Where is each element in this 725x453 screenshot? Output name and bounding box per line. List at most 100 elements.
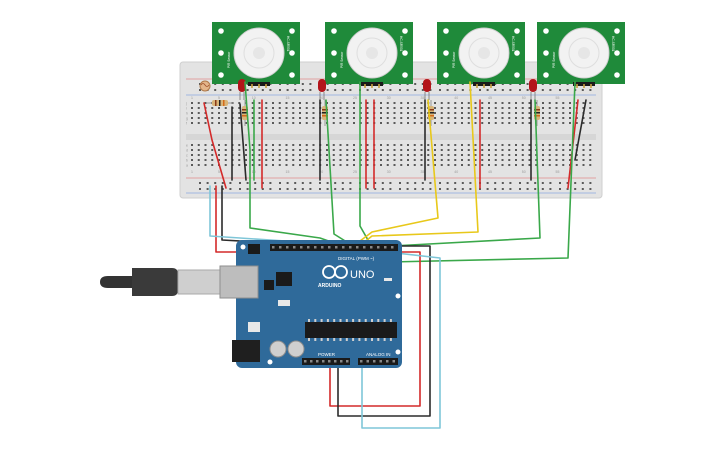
breadboard-hole (407, 117, 409, 119)
breadboard-hole (508, 102, 511, 104)
header-pin (322, 360, 325, 363)
analog-header[interactable] (358, 358, 398, 365)
pir-label-right: HC-SR501 (511, 36, 515, 52)
chip-pin (308, 319, 310, 322)
breadboard-hole (420, 164, 423, 166)
rail-hole (406, 182, 409, 184)
rail-hole (279, 188, 281, 190)
power-header[interactable] (302, 358, 350, 365)
breadboard-hole (427, 149, 430, 151)
breadboard-hole (407, 144, 409, 146)
breadboard-hole (494, 122, 497, 124)
breadboard-hole (285, 107, 288, 109)
breadboard-hole (218, 154, 220, 156)
breadboard-hole (508, 117, 511, 119)
led-4[interactable] (529, 79, 537, 100)
breadboard-hole (535, 164, 538, 166)
reset-button[interactable] (248, 244, 260, 254)
breadboard-hole (555, 107, 558, 109)
breadboard-hole (467, 154, 470, 156)
rail-hole (301, 89, 304, 91)
header-pin (316, 360, 319, 363)
breadboard-hole (474, 102, 477, 104)
led-1[interactable] (238, 79, 246, 100)
breadboard-hole (238, 122, 241, 124)
arduino-uno[interactable]: UNO ARDUINO DIGITAL (PWM ~) POWER ANALOG… (219, 240, 402, 368)
usb-port[interactable] (219, 265, 259, 299)
breadboard-hole (224, 164, 227, 166)
led-4-body (529, 79, 537, 92)
resistor-v-band (322, 115, 328, 117)
breadboard-hole (211, 164, 214, 166)
rail-hole (279, 182, 281, 184)
led-2[interactable] (318, 79, 326, 100)
breadboard-hole (400, 144, 403, 146)
pir-pin (265, 84, 267, 88)
breadboard-hole (555, 112, 558, 114)
row-letter: b (186, 159, 188, 163)
breadboard-hole (197, 159, 200, 161)
breadboard-hole (258, 154, 261, 156)
breadboard-column-numbers: 1155101015152020252530303535404045455050… (191, 96, 559, 174)
breadboard-hole (278, 154, 281, 156)
led-3[interactable] (423, 79, 431, 100)
capacitor-2 (287, 340, 305, 358)
rail-hole (494, 89, 497, 91)
atmega16u2-chip (276, 272, 292, 286)
header-pin (346, 360, 349, 363)
breadboard-hole (366, 164, 369, 166)
breadboard-hole (589, 112, 592, 114)
column-number: 55 (556, 96, 560, 100)
usb-cable[interactable] (100, 268, 221, 296)
header-pin (300, 246, 303, 249)
breadboard-hole (278, 164, 281, 166)
breadboard-hole (562, 154, 565, 156)
resistor-h-band-3 (223, 100, 225, 106)
rail-hole (381, 182, 384, 184)
breadboard-hole (285, 112, 288, 114)
breadboard-hole (515, 122, 517, 124)
breadboard-hole (238, 117, 241, 119)
rail-hole (526, 182, 529, 184)
resistor-v-band (322, 112, 328, 114)
column-number: 50 (522, 96, 526, 100)
breadboard-hole (258, 117, 261, 119)
resistor-horizontal[interactable] (206, 100, 234, 106)
breadboard-hole (366, 112, 369, 114)
breadboard-hole (467, 112, 470, 114)
breadboard-hole (332, 154, 335, 156)
column-number: 25 (353, 96, 357, 100)
breadboard-hole (528, 154, 531, 156)
breadboard-hole (548, 117, 551, 119)
chip-pin (326, 338, 329, 341)
rail-hole (229, 188, 232, 190)
breadboard-hole (305, 122, 308, 124)
breadboard-hole (332, 112, 335, 114)
breadboard-hole (386, 164, 389, 166)
breadboard-hole (461, 159, 463, 161)
pir-mount-hole (402, 72, 408, 78)
rail-hole (334, 89, 337, 91)
column-number: 50 (522, 170, 526, 174)
digital-header[interactable] (270, 244, 398, 251)
pir-mount-hole (543, 50, 549, 56)
header-pin (293, 246, 296, 249)
rail-hole (509, 188, 512, 190)
breadboard-hole (447, 117, 450, 119)
breadboard-hole (501, 107, 504, 109)
rail-hole (349, 89, 352, 91)
rail-hole (581, 89, 584, 91)
breadboard-hole (191, 144, 193, 146)
rail-hole (566, 188, 569, 190)
photoresistor[interactable] (199, 80, 211, 92)
breadboard-hole (481, 149, 484, 151)
mount-hole-bl (267, 359, 273, 365)
breadboard-hole (332, 122, 335, 124)
header-pin (370, 246, 373, 249)
power-jack[interactable] (232, 340, 260, 362)
header-pin (340, 360, 343, 363)
